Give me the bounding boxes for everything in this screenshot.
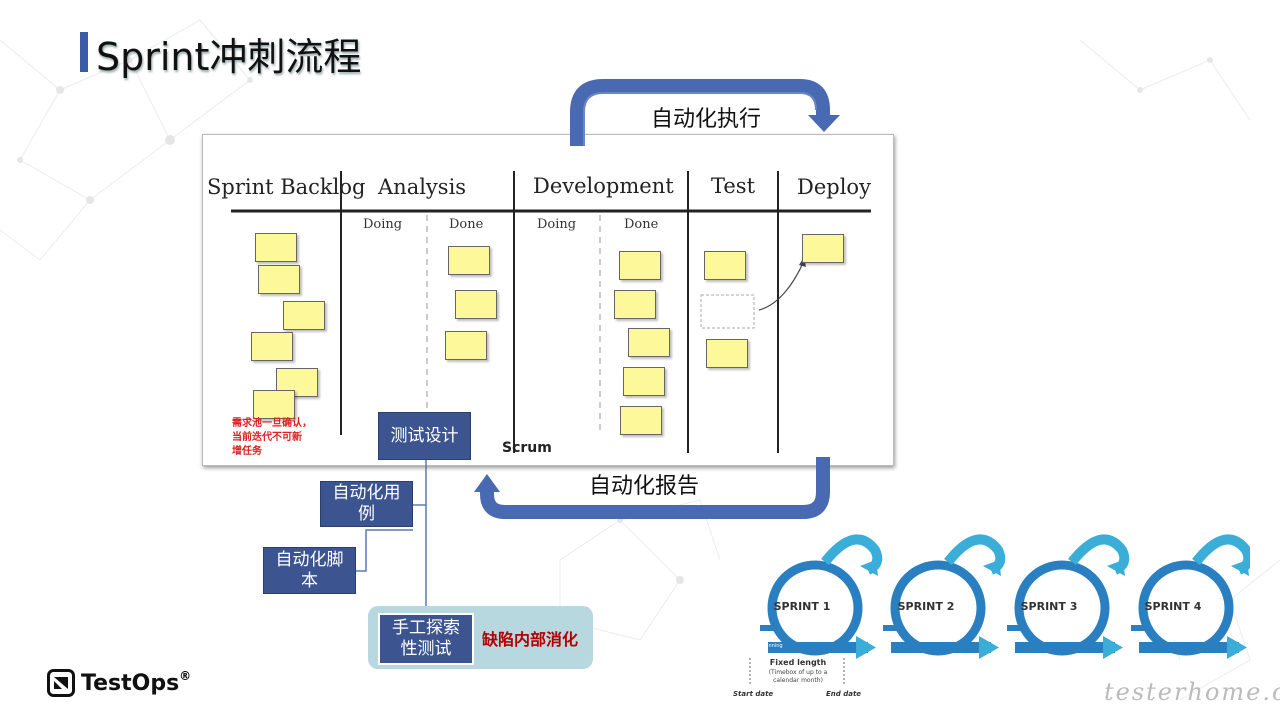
column-deploy: Deploy <box>797 175 871 199</box>
backlog-note-line: 增任务 <box>232 446 262 457</box>
sticky-note <box>258 265 300 294</box>
title-accent-bar <box>80 32 88 72</box>
auto-case-box: 自动化用例 <box>320 481 413 527</box>
subcol-dev-doing: Doing <box>537 217 577 232</box>
subcol-dev-done: Done <box>624 217 659 232</box>
sticky-note <box>704 251 746 280</box>
column-analysis: Analysis <box>378 175 467 199</box>
scrum-board: Sprint Backlog Analysis Development Test… <box>202 134 894 466</box>
sticky-note <box>276 368 318 397</box>
sprint-2-label: SPRINT 2 <box>897 600 955 613</box>
sprint-3-label: SPRINT 3 <box>1020 600 1078 613</box>
timebox-label: (Timebox of up to a calendar month) <box>768 669 828 684</box>
board-lines <box>231 171 871 453</box>
backlog-note-line: 需求池一旦确认， <box>232 418 312 429</box>
slide-title: Sprint冲刺流程 <box>96 35 362 79</box>
sticky-note <box>628 328 670 357</box>
sticky-note <box>802 234 844 263</box>
testops-logo: TestOps ® <box>47 669 191 697</box>
sticky-note <box>623 367 665 396</box>
sticky-note <box>448 246 490 275</box>
scrum-caption: Scrum <box>502 440 552 456</box>
end-date-label: End date <box>826 690 862 698</box>
planning-label: Planning <box>761 643 783 649</box>
auto-script-text: 自动化脚本 <box>275 549 344 591</box>
test-design-box: 测试设计 <box>378 412 471 460</box>
auto-script-box: 自动化脚本 <box>263 547 356 594</box>
subcol-analysis-done: Done <box>449 217 484 232</box>
logo-text: TestOps <box>81 670 180 696</box>
auto-execute-label: 自动化执行 <box>651 107 762 132</box>
sticky-note <box>255 233 297 262</box>
sticky-note <box>455 290 497 319</box>
manual-test-box: 手工探索性测试 <box>378 613 474 665</box>
start-date-label: Start date <box>733 690 774 698</box>
sticky-note <box>619 251 661 280</box>
auto-report-label: 自动化报告 <box>589 474 700 499</box>
sticky-note <box>706 339 748 368</box>
testops-logo-icon <box>47 669 75 697</box>
backlog-note: 需求池一旦确认， 当前迭代不可新 增任务 <box>232 417 324 459</box>
sticky-note <box>614 290 656 319</box>
sticky-note <box>620 406 662 435</box>
column-development: Development <box>533 174 674 198</box>
sticky-note <box>283 301 325 330</box>
defect-note: 缺陷内部消化 <box>482 630 579 649</box>
manual-test-text: 手工探索性测试 <box>392 618 460 659</box>
logo-registered: ® <box>179 669 192 683</box>
column-sprint-backlog: Sprint Backlog <box>207 175 366 199</box>
sprint-cycle-diagram <box>749 528 1250 686</box>
subcol-analysis-doing: Doing <box>363 217 403 232</box>
auto-case-text: 自动化用例 <box>332 483 401 524</box>
sticky-note <box>445 331 487 360</box>
sticky-note <box>251 332 293 361</box>
backlog-note-line: 当前迭代不可新 <box>232 432 302 443</box>
sticky-note <box>253 390 295 419</box>
column-test: Test <box>711 174 756 198</box>
sprint-4-label: SPRINT 4 <box>1144 600 1202 613</box>
sprint-1-label: SPRINT 1 <box>773 600 831 613</box>
watermark: testerhome.com <box>1104 678 1280 706</box>
fixed-length-label: Fixed length <box>769 658 827 667</box>
